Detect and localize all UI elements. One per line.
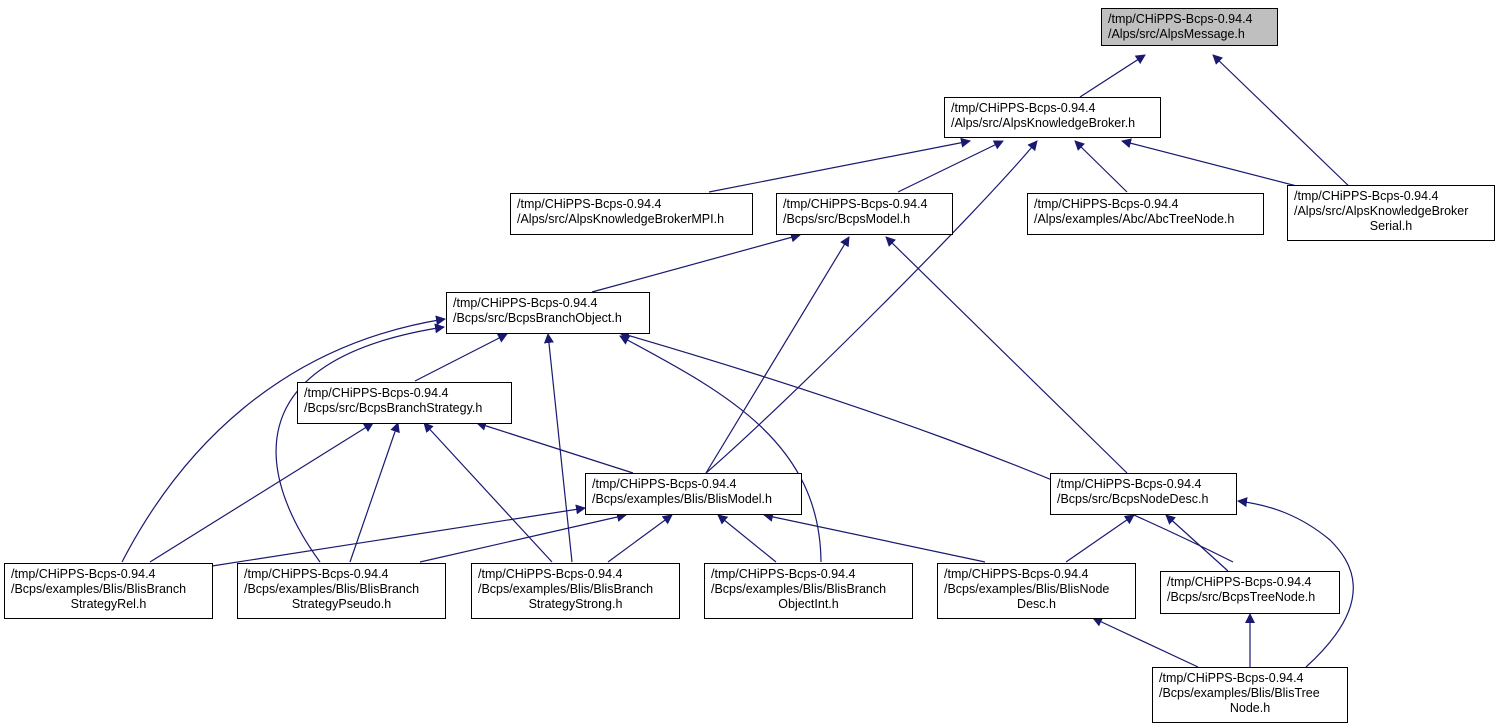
edge-kbroker-message [1079, 54, 1146, 98]
node-abc-tree-node-line-1: /tmp/CHiPPS-Bcps-0.94.4 [1034, 197, 1179, 211]
edge-stpseudo-branchstrat [349, 422, 400, 563]
edge-nodedesc-bcpsmodel [885, 236, 1128, 474]
edge-bcpstree-nodedesc [1165, 514, 1229, 572]
node-bcps-branch-strategy[interactable]: /tmp/CHiPPS-Bcps-0.94.4 /Bcps/src/BcpsBr… [297, 382, 512, 424]
edge-branchstrat-branchobj [414, 333, 508, 382]
edge-objint-branchobj [619, 335, 822, 563]
node-alps-knowledge-broker-line-2: /Alps/src/AlpsKnowledgeBroker.h [951, 116, 1136, 130]
node-alps-knowledge-broker[interactable]: /tmp/CHiPPS-Bcps-0.94.4 /Alps/src/AlpsKn… [944, 97, 1161, 138]
node-blis-branch-strategy-rel[interactable]: /tmp/CHiPPS-Bcps-0.94.4 /Bcps/examples/B… [4, 563, 213, 619]
node-blis-model-line-2: /Bcps/examples/Blis/BlisModel.h [592, 492, 772, 506]
edge-ststrong-blismodel [607, 514, 673, 563]
node-blis-model[interactable]: /tmp/CHiPPS-Bcps-0.94.4 /Bcps/examples/B… [585, 473, 802, 515]
node-blis-tree-node-line-3: Node.h [1229, 701, 1271, 715]
node-blis-branch-object-int-line-2: /Bcps/examples/Blis/BlisBranch [711, 582, 887, 596]
node-blis-node-desc-line-1: /tmp/CHiPPS-Bcps-0.94.4 [944, 567, 1089, 581]
node-blis-branch-strategy-strong[interactable]: /tmp/CHiPPS-Bcps-0.94.4 /Bcps/examples/B… [471, 563, 680, 619]
node-blis-branch-strategy-rel-line-1: /tmp/CHiPPS-Bcps-0.94.4 [11, 567, 156, 581]
node-alps-message-line-2: /Alps/src/AlpsMessage.h [1108, 27, 1245, 41]
node-alps-knowledge-broker-serial-line-1: /tmp/CHiPPS-Bcps-0.94.4 [1294, 189, 1439, 203]
edge-objint-blismodel [717, 514, 777, 563]
node-bcps-node-desc-line-2: /Bcps/src/BcpsNodeDesc.h [1057, 492, 1209, 506]
node-bcps-node-desc[interactable]: /tmp/CHiPPS-Bcps-0.94.4 /Bcps/src/BcpsNo… [1050, 473, 1237, 515]
edge-stpseudo-blismodel [419, 512, 627, 563]
node-blis-branch-strategy-rel-line-3: StrategyRel.h [70, 597, 147, 611]
node-blis-branch-object-int-line-3: ObjectInt.h [778, 597, 839, 611]
node-alps-knowledge-broker-serial-line-3: Serial.h [1369, 219, 1413, 233]
node-blis-tree-node[interactable]: /tmp/CHiPPS-Bcps-0.94.4 /Bcps/examples/B… [1152, 667, 1348, 723]
node-blis-tree-node-line-1: /tmp/CHiPPS-Bcps-0.94.4 [1159, 671, 1304, 685]
node-alps-knowledge-broker-serial-line-2: /Alps/src/AlpsKnowledgeBroker [1294, 204, 1469, 218]
node-bcps-model[interactable]: /tmp/CHiPPS-Bcps-0.94.4 /Bcps/src/BcpsMo… [776, 193, 953, 235]
edge-abctree-kbroker [1074, 140, 1128, 193]
node-alps-knowledge-broker-serial[interactable]: /tmp/CHiPPS-Bcps-0.94.4 /Alps/src/AlpsKn… [1287, 185, 1495, 241]
node-alps-knowledge-broker-mpi-line-2: /Alps/src/AlpsKnowledgeBrokerMPI.h [517, 212, 725, 226]
node-blis-node-desc-line-3: Desc.h [1017, 597, 1056, 611]
node-blis-branch-object-int-line-1: /tmp/CHiPPS-Bcps-0.94.4 [711, 567, 856, 581]
node-blis-node-desc[interactable]: /tmp/CHiPPS-Bcps-0.94.4 /Bcps/examples/B… [937, 563, 1136, 619]
node-blis-branch-strategy-strong-line-2: /Bcps/examples/Blis/BlisBranch [478, 582, 654, 596]
node-blis-node-desc-line-2: /Bcps/examples/Blis/BlisNode [944, 582, 1110, 596]
node-blis-branch-strategy-pseudo-line-1: /tmp/CHiPPS-Bcps-0.94.4 [244, 567, 389, 581]
edge-bcpsmodel-kbroker [897, 140, 1004, 193]
edge-blisnodedesc-blismodel [763, 511, 986, 563]
node-bcps-model-line-1: /tmp/CHiPPS-Bcps-0.94.4 [783, 197, 928, 211]
node-bcps-tree-node[interactable]: /tmp/CHiPPS-Bcps-0.94.4 /Bcps/src/BcpsTr… [1160, 571, 1340, 614]
edge-blismodel-bcpsmodel [705, 236, 850, 474]
node-blis-branch-strategy-pseudo[interactable]: /tmp/CHiPPS-Bcps-0.94.4 /Bcps/examples/B… [237, 563, 446, 619]
edge-blismodel-branchstrat [476, 420, 634, 474]
edge-strel-blismodel [211, 504, 586, 567]
node-bcps-branch-strategy-line-2: /Bcps/src/BcpsBranchStrategy.h [304, 401, 483, 415]
edge-blistree-blisnodedesc [1092, 617, 1199, 668]
node-blis-branch-strategy-pseudo-line-2: /Bcps/examples/Blis/BlisBranch [244, 582, 420, 596]
node-bcps-model-line-2: /Bcps/src/BcpsModel.h [783, 212, 911, 226]
node-bcps-branch-object-line-1: /tmp/CHiPPS-Bcps-0.94.4 [453, 296, 598, 310]
node-blis-branch-object-int[interactable]: /tmp/CHiPPS-Bcps-0.94.4 /Bcps/examples/B… [704, 563, 913, 619]
edge-blismodel-kbroker [705, 140, 1038, 474]
node-blis-branch-strategy-pseudo-line-3: StrategyPseudo.h [291, 597, 392, 611]
node-bcps-branch-strategy-line-1: /tmp/CHiPPS-Bcps-0.94.4 [304, 386, 449, 400]
node-blis-branch-strategy-rel-line-2: /Bcps/examples/Blis/BlisBranch [11, 582, 187, 596]
edge-branchobj-bcpsmodel [591, 232, 801, 293]
node-bcps-branch-object-line-2: /Bcps/src/BcpsBranchObject.h [453, 311, 622, 325]
node-bcps-tree-node-line-1: /tmp/CHiPPS-Bcps-0.94.4 [1167, 575, 1312, 589]
edge-ststrong-branchstrat [423, 422, 553, 563]
node-blis-branch-strategy-strong-line-1: /tmp/CHiPPS-Bcps-0.94.4 [478, 567, 623, 581]
edge-kbserial-message [1212, 54, 1356, 193]
edge-bcpstree-branchobj [619, 330, 1234, 563]
edge-blisnodedesc-nodedesc [1065, 514, 1135, 563]
node-blis-tree-node-line-2: /Bcps/examples/Blis/BlisTree [1159, 686, 1320, 700]
node-abc-tree-node[interactable]: /tmp/CHiPPS-Bcps-0.94.4 /Alps/examples/A… [1027, 193, 1264, 235]
edge-ststrong-branchobj [543, 333, 573, 563]
node-alps-knowledge-broker-mpi[interactable]: /tmp/CHiPPS-Bcps-0.94.4 /Alps/src/AlpsKn… [510, 193, 753, 235]
node-abc-tree-node-line-2: /Alps/examples/Abc/AbcTreeNode.h [1034, 212, 1235, 226]
edge-strel-branchobj [121, 315, 446, 563]
node-blis-branch-strategy-strong-line-3: StrategyStrong.h [528, 597, 623, 611]
node-bcps-node-desc-line-1: /tmp/CHiPPS-Bcps-0.94.4 [1057, 477, 1202, 491]
edge-stpseudo-branchobj [275, 323, 445, 563]
edge-blistree-nodedesc [1237, 497, 1354, 668]
edge-strel-branchstrat [149, 422, 374, 563]
edge-kbmpi-kbroker [708, 137, 971, 193]
node-alps-message-line-1: /tmp/CHiPPS-Bcps-0.94.4 [1108, 12, 1253, 26]
node-bcps-branch-object[interactable]: /tmp/CHiPPS-Bcps-0.94.4 /Bcps/src/BcpsBr… [446, 292, 650, 334]
node-blis-model-line-1: /tmp/CHiPPS-Bcps-0.94.4 [592, 477, 737, 491]
node-bcps-tree-node-line-2: /Bcps/src/BcpsTreeNode.h [1167, 590, 1316, 604]
node-alps-knowledge-broker-line-1: /tmp/CHiPPS-Bcps-0.94.4 [951, 101, 1096, 115]
node-alps-knowledge-broker-mpi-line-1: /tmp/CHiPPS-Bcps-0.94.4 [517, 197, 662, 211]
edge-kbserial-kbroker [1121, 138, 1321, 193]
node-alps-message[interactable]: /tmp/CHiPPS-Bcps-0.94.4 /Alps/src/AlpsMe… [1101, 8, 1278, 46]
